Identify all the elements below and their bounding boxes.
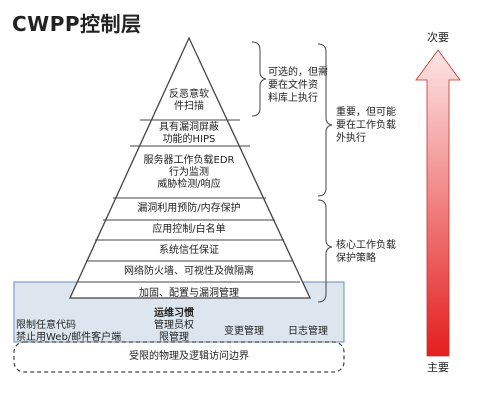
- base-item-code-restriction: 限制任意代码禁止用Web/邮件客户端: [16, 320, 122, 343]
- base-item-log-management: 日志管理: [288, 326, 328, 337]
- layer-label-system-trust: 系统信任保证: [159, 245, 219, 256]
- layer-label-hips: 具有漏洞屏蔽功能的HIPS: [159, 122, 219, 145]
- base-bottom-label: 受限的物理及逻辑访问边界: [129, 351, 249, 362]
- base-top-label: 加固、配置与漏洞管理: [139, 288, 239, 299]
- base-item-change-management: 变更管理: [224, 326, 264, 337]
- side-note-optional: 可选的，但需要在文件资料库上执行: [268, 67, 328, 104]
- layer-label-network: 网络防火墙、可视性及微隔离: [124, 266, 254, 277]
- layer-label-exploit-prevention: 漏洞利用预防/内存保护: [137, 203, 241, 214]
- side-note-important: 重要，但可能要在工作负载外执行: [336, 107, 396, 144]
- boundary-dashed: [13, 341, 345, 373]
- brace-middle: [317, 43, 333, 197]
- arrow-top-label: 次要: [427, 31, 449, 44]
- brace-bottom: [317, 199, 333, 303]
- arrow-bottom-label: 主要: [427, 361, 449, 374]
- layer-label-app-control: 应用控制/白名单: [152, 224, 226, 235]
- base-item-ops-habits: 运维习惯管理员权限管理: [154, 308, 194, 343]
- brace-top: [251, 41, 267, 117]
- pyramid: [68, 36, 312, 299]
- side-note-core: 核心工作负载保护策略: [336, 240, 396, 264]
- layer-label-antimalware: 反恶意软件扫描: [169, 89, 209, 112]
- page-title: CWPP控制层: [12, 12, 142, 36]
- priority-arrow: [415, 49, 461, 357]
